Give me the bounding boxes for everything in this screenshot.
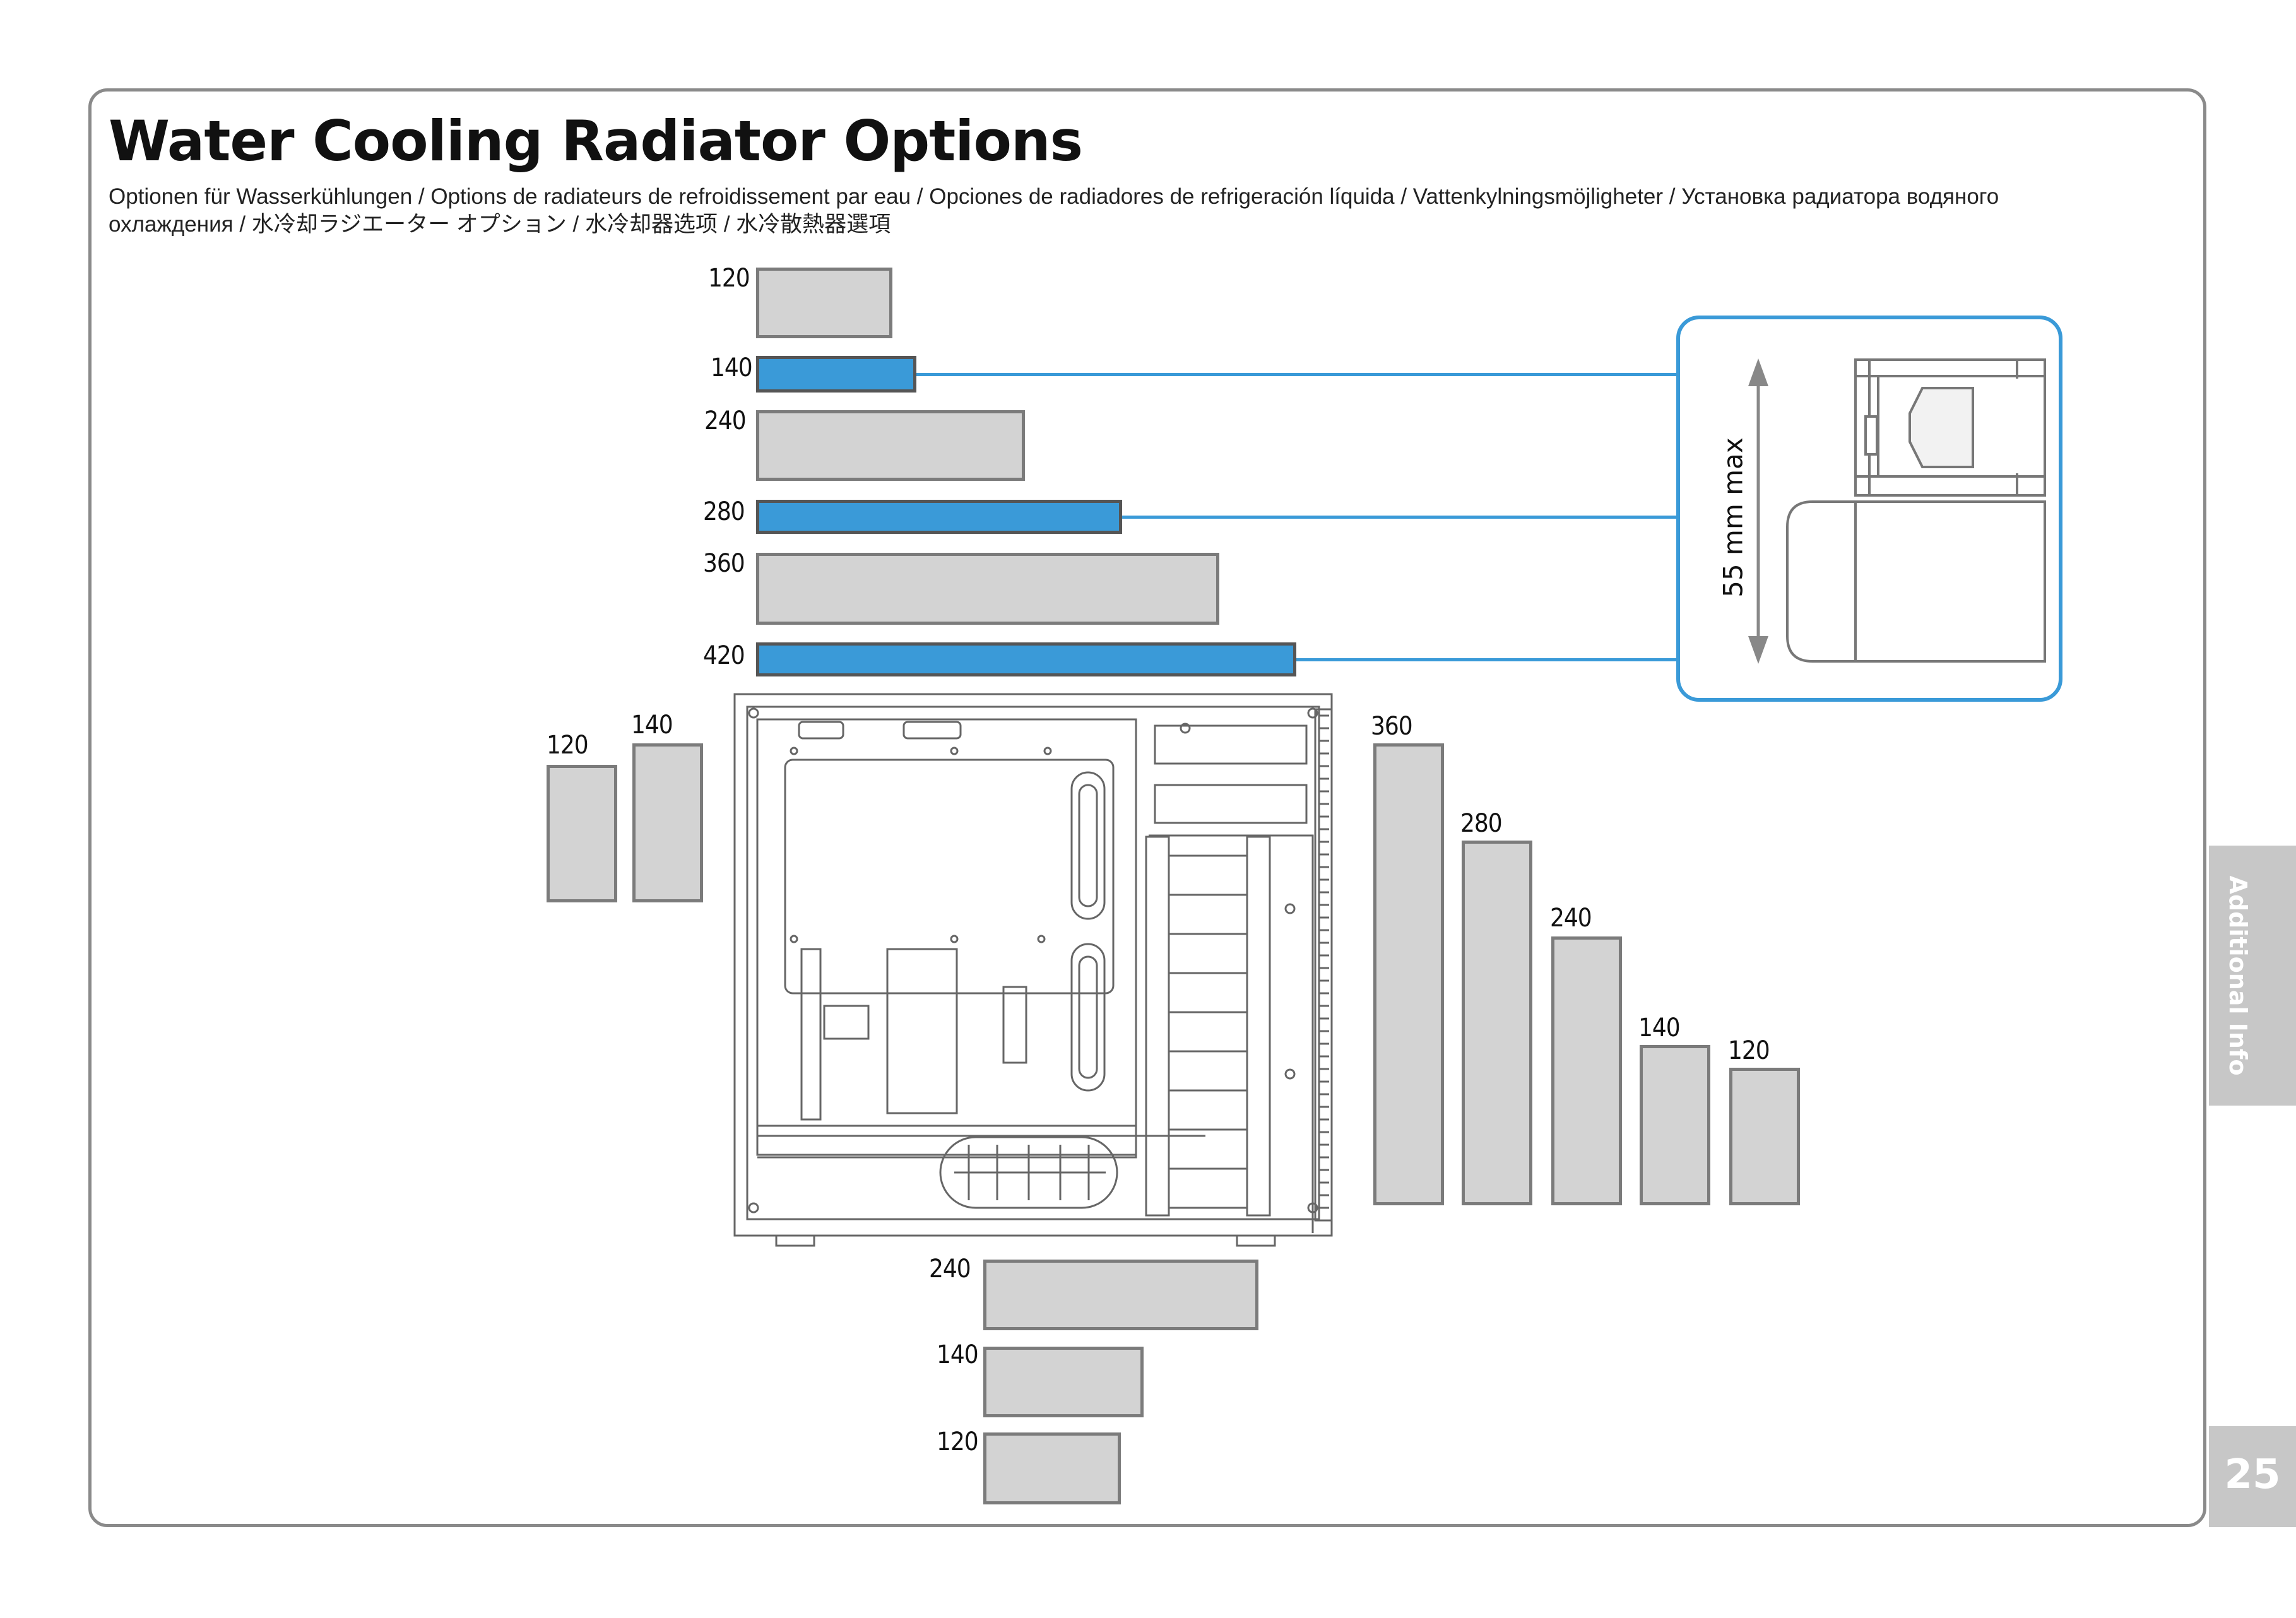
clearance-label: 55 mm max <box>1717 437 1749 598</box>
top-radiator-label-280: 280 <box>703 497 745 526</box>
bottom-radiator-240 <box>983 1260 1258 1330</box>
front-radiator-240 <box>1551 936 1622 1205</box>
rear-radiator-label-140: 140 <box>631 711 673 740</box>
front-radiator-label-360: 360 <box>1371 712 1413 741</box>
connector-line-280 <box>1122 516 1678 519</box>
top-radiator-280 <box>756 500 1122 534</box>
top-radiator-label-240: 240 <box>704 406 747 435</box>
top-radiator-label-120: 120 <box>708 264 750 293</box>
front-radiator-label-140: 140 <box>1638 1013 1681 1042</box>
page-subtitle: Optionen für Wasserkühlungen / Options d… <box>109 184 1999 237</box>
page-number: 25 <box>2224 1451 2281 1498</box>
page-number-box: 25 <box>2209 1426 2296 1527</box>
bottom-radiator-120 <box>983 1432 1121 1504</box>
rear-radiator-140 <box>632 743 703 902</box>
top-radiator-240 <box>756 410 1025 481</box>
top-radiator-label-360: 360 <box>703 549 745 578</box>
front-radiator-360 <box>1373 743 1444 1205</box>
front-radiator-label-240: 240 <box>1550 904 1592 933</box>
section-tab[interactable] <box>2209 846 2296 1106</box>
connector-line-420 <box>1296 658 1678 661</box>
bottom-radiator-140 <box>983 1347 1144 1417</box>
connector-line-140 <box>916 373 1678 376</box>
top-radiator-140 <box>756 356 916 393</box>
front-radiator-140 <box>1640 1045 1710 1205</box>
top-radiator-420 <box>756 642 1296 676</box>
front-radiator-label-280: 280 <box>1460 809 1503 838</box>
case-side-view-drawing <box>733 693 1333 1247</box>
rear-radiator-120 <box>547 765 617 902</box>
top-radiator-120 <box>756 268 892 338</box>
top-radiator-label-420: 420 <box>703 641 745 670</box>
front-radiator-280 <box>1462 841 1532 1205</box>
top-radiator-360 <box>756 553 1219 625</box>
section-tab-label: Additional Info <box>2224 875 2252 1076</box>
clearance-detail-drawing <box>1748 358 2046 664</box>
bottom-radiator-label-140: 140 <box>937 1340 979 1369</box>
front-radiator-120 <box>1729 1068 1800 1205</box>
top-radiator-label-140: 140 <box>711 353 753 382</box>
bottom-radiator-label-120: 120 <box>937 1427 979 1456</box>
page-title: Water Cooling Radiator Options <box>109 109 1083 174</box>
rear-radiator-label-120: 120 <box>547 731 589 760</box>
front-radiator-label-120: 120 <box>1728 1036 1770 1065</box>
page-frame <box>88 88 2206 1527</box>
bottom-radiator-label-240: 240 <box>929 1255 971 1284</box>
